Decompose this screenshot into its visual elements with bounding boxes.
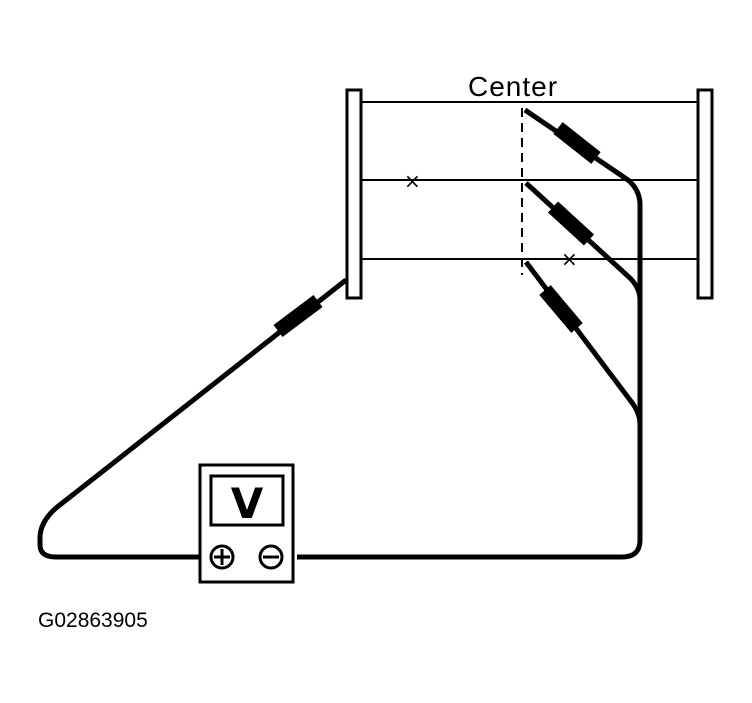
probe-body-bottom bbox=[539, 285, 583, 333]
probe-lead-bottom bbox=[524, 260, 643, 426]
voltmeter: V bbox=[198, 463, 295, 584]
probe-body-left bbox=[273, 295, 323, 337]
right-common-lead bbox=[297, 107, 643, 560]
center-label: Center bbox=[468, 71, 558, 102]
right-plate bbox=[696, 88, 714, 300]
figure-code: G02863905 bbox=[38, 609, 148, 632]
voltmeter-display-label: V bbox=[231, 479, 264, 528]
left-plate bbox=[345, 88, 363, 300]
left-lead bbox=[37, 278, 348, 560]
open-mark-bottom: × bbox=[561, 247, 578, 271]
probe-body-top bbox=[553, 122, 601, 164]
probe-lead-middle bbox=[524, 181, 643, 301]
probe-body-middle bbox=[547, 201, 595, 246]
voltmeter-display bbox=[209, 474, 285, 527]
open-mark-middle: × bbox=[404, 169, 421, 193]
